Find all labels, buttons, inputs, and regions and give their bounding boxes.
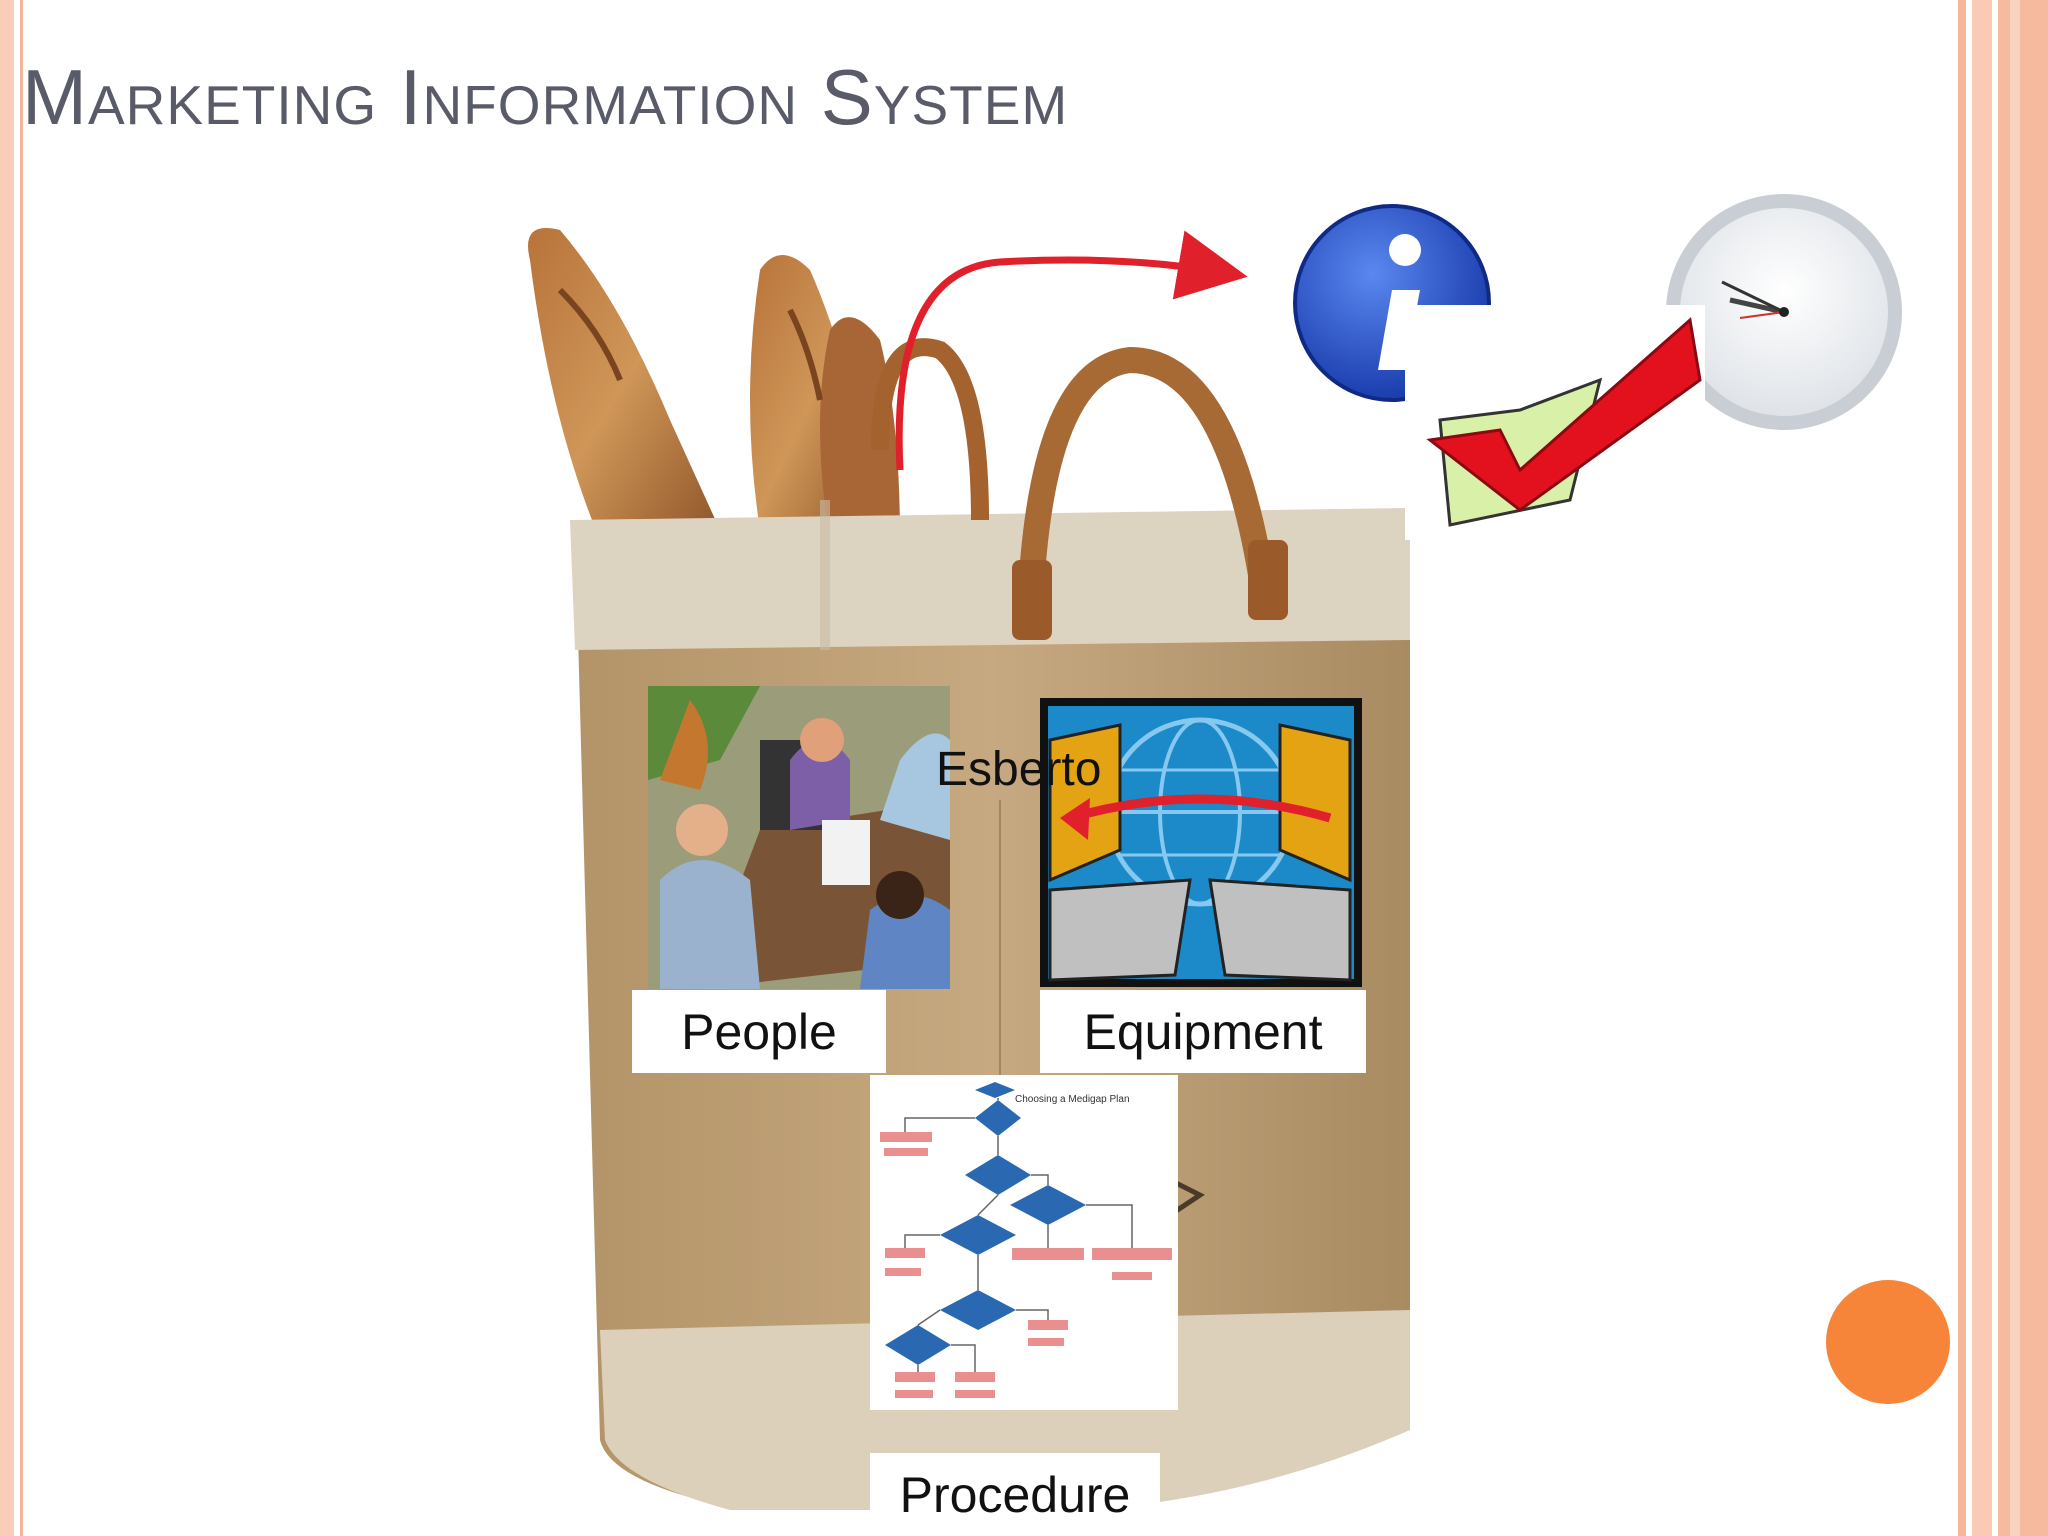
right-border-outer (1998, 0, 2048, 1536)
networked-computers-icon (1040, 698, 1362, 987)
left-border-line (20, 0, 23, 1536)
clock-icon (1666, 194, 1902, 430)
meeting-clipart-icon (648, 686, 950, 989)
procedure-label: Procedure (870, 1453, 1160, 1536)
people-label: People (632, 990, 886, 1073)
equipment-label: Equipment (1040, 990, 1366, 1073)
checkmark-icon (1405, 305, 1705, 540)
left-border (0, 0, 14, 1536)
arrow-icon (895, 230, 1248, 471)
flowchart-icon: Choosing a Medigap Plan (870, 1075, 1178, 1410)
flowchart-title: Choosing a Medigap Plan (1015, 1094, 1130, 1105)
accent-dot (1826, 1280, 1950, 1404)
right-border (1972, 0, 1992, 1536)
slide-title: Marketing Information System (22, 53, 1069, 141)
right-border-stripe (2010, 0, 2020, 1536)
overlay-text: Esberto (936, 743, 1102, 796)
right-border-line (1958, 0, 1966, 1536)
bread-icon (528, 228, 900, 540)
